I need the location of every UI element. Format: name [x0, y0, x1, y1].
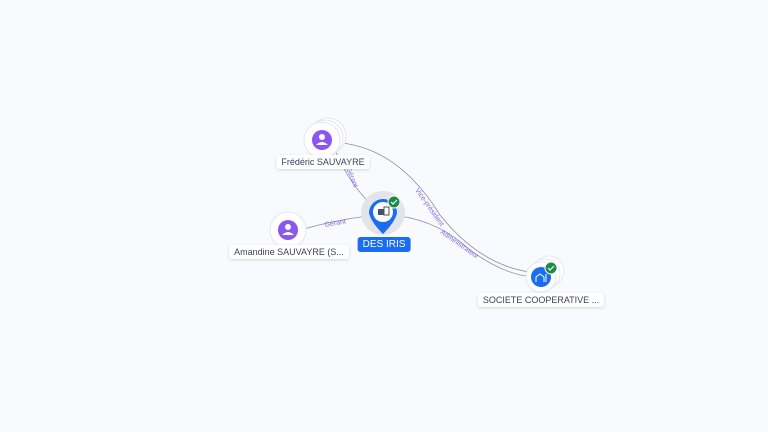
- node-label-frederic[interactable]: Frédéric SAUVAYRE: [276, 155, 370, 169]
- edge-desiris-societe: Administrateur: [399, 215, 527, 277]
- node-frederic[interactable]: [303, 117, 347, 159]
- verified-icon: [544, 261, 558, 275]
- edge-label: Administrateur: [439, 229, 481, 261]
- node-label-societe[interactable]: SOCIETE COOPERATIVE ...: [477, 293, 605, 307]
- building-icon: [378, 206, 390, 216]
- node-label-amandine[interactable]: Amandine SAUVAYRE (S...: [229, 245, 349, 259]
- node-desiris[interactable]: [361, 191, 405, 235]
- edge-label: Gérant: [324, 218, 346, 229]
- node-label-desiris[interactable]: DES IRIS: [357, 237, 411, 252]
- building-icon: [535, 273, 547, 282]
- node-societe[interactable]: [525, 255, 565, 293]
- person-icon: [316, 134, 328, 145]
- node-amandine[interactable]: [269, 211, 307, 249]
- edge-amandine-desiris: Gérant: [303, 215, 369, 230]
- verified-icon: [387, 195, 401, 209]
- edge-label: Vice-président: [413, 187, 444, 228]
- person-icon: [282, 224, 294, 235]
- edge-label: Gérant: [344, 166, 359, 189]
